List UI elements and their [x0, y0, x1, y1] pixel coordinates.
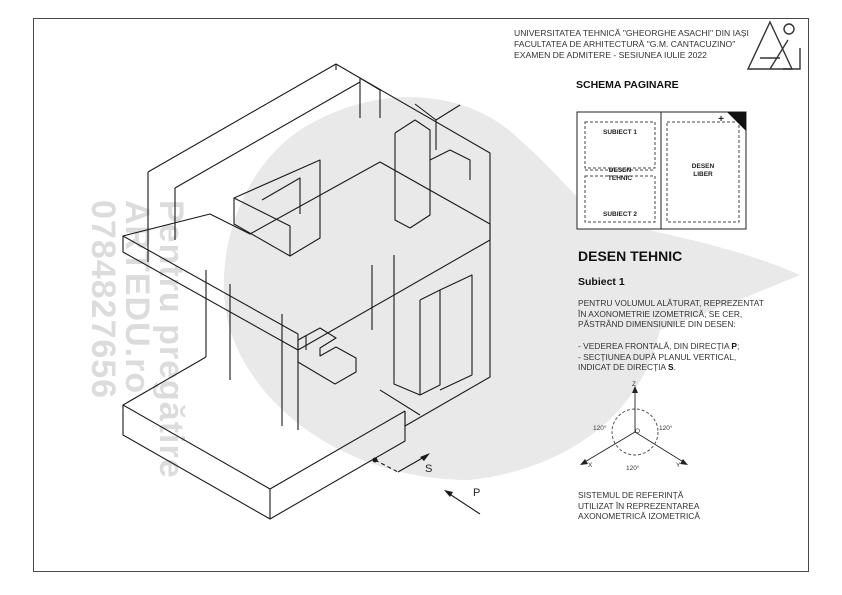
direction-p-label: P	[473, 487, 481, 499]
task-1-text: - VEDEREA FRONTALĂ, DIN DIRECȚIA	[578, 341, 732, 351]
right-inner-column	[371, 255, 421, 396]
section-line	[374, 459, 399, 473]
schema-subiect2-box	[584, 175, 656, 223]
section-arrow-line	[397, 455, 427, 473]
schema-desen-liber-box	[666, 121, 740, 223]
axis-x-line	[582, 431, 636, 464]
schema-label-desen-tehnic: DESEN TEHNIC	[598, 167, 642, 183]
intro-line-1: PENTRU VOLUMUL ALĂTURAT, REPREZENTAT	[578, 298, 764, 308]
direction-p-arrow-head	[444, 490, 453, 497]
schema-corner-mark	[727, 112, 746, 131]
task-1-direction: P	[731, 341, 738, 351]
header-line-2: FACULTATEA DE ARHITECTURĂ "G.M. CANTACUZ…	[514, 39, 736, 49]
axis-y-label: Y	[676, 462, 681, 469]
schema-label-subiect1: SUBIECT 1	[603, 129, 637, 136]
angle-right-label: 120°	[659, 425, 673, 432]
task-list: - VEDEREA FRONTALĂ, DIN DIRECȚIA P; - SE…	[578, 341, 739, 373]
desen-liber-line-1: DESEN	[691, 163, 715, 170]
base-back-step	[404, 362, 491, 427]
angle-bottom-label: 120°	[626, 465, 640, 472]
direction-p-line	[447, 492, 481, 515]
axis-y-arrow	[680, 459, 688, 465]
right-column-edge	[394, 133, 411, 229]
angle-left-label: 120°	[593, 425, 607, 432]
schema-plus-mark: +	[718, 114, 724, 125]
desen-tehnic-line-1: DESEN	[608, 167, 632, 174]
schema-label-subiect2: SUBIECT 2	[603, 211, 637, 218]
direction-s-label: S	[425, 463, 433, 475]
left-column	[205, 270, 231, 380]
task-1: - VEDEREA FRONTALĂ, DIN DIRECȚIA P;	[578, 341, 739, 352]
task-2: - SECȚIUNEA DUPĂ PLANUL VERTICAL,	[578, 351, 737, 362]
desen-liber-line-2: LIBER	[693, 171, 713, 178]
right-upper-step	[429, 149, 471, 180]
right-panel-back	[439, 274, 473, 391]
upper-block-step	[261, 177, 301, 214]
axis-angle-circle	[611, 408, 659, 456]
header-line-3: EXAMEN DE ADMITERE - SESIUNEA IULIE 2022	[514, 50, 707, 60]
axis-x-arrow	[580, 459, 588, 465]
task-intro: PENTRU VOLUMUL ALĂTURAT, REPREZENTAT ÎN …	[578, 298, 764, 330]
rear-left-wall-inner	[174, 81, 361, 189]
subject-title: Subiect 1	[578, 276, 625, 288]
mid-slab-top	[122, 161, 491, 237]
mid-slab-front	[122, 235, 299, 351]
axis-z-label: Z	[632, 381, 636, 388]
right-column-top	[394, 119, 431, 229]
watermark-shape	[223, 97, 800, 481]
axes-caption-2: UTILIZAT ÎN REPREZENTAREA	[578, 500, 700, 511]
schema-subiect1-box	[584, 121, 656, 169]
right-panel	[419, 289, 441, 396]
axes-caption-1: SISTEMUL DE REFERINȚĂ	[578, 490, 684, 500]
base-front-face	[122, 404, 271, 520]
central-l-block	[297, 327, 357, 385]
task-2-text: INDICAT DE DIRECȚIA	[578, 362, 668, 372]
axis-z-arrow	[632, 386, 638, 393]
center-column	[281, 314, 299, 430]
task-1-end: ;	[737, 341, 740, 351]
axis-origin-label: O	[635, 428, 641, 435]
task-2b: INDICAT DE DIRECȚIA S.	[578, 362, 739, 373]
axis-x-label: X	[588, 462, 593, 469]
floor-edge	[379, 389, 421, 416]
intro-line-3: PĂSTRÂND DIMENSIUNILE DIN DESEN:	[578, 319, 736, 329]
rear-right-wall	[335, 64, 491, 362]
axis-y-line	[634, 431, 686, 464]
header-line-1: UNIVERSITATEA TEHNICĂ "GHEORGHE ASACHI" …	[514, 28, 749, 38]
section-title: DESEN TEHNIC	[578, 248, 683, 264]
schema-label-desen-liber: DESEN LIBER	[680, 163, 726, 179]
schema-title: SCHEMA PAGINARE	[576, 79, 679, 91]
section-arrow-head	[420, 453, 430, 461]
axes-caption: SISTEMUL DE REFERINȚĂ UTILIZAT ÎN REPREZ…	[578, 490, 700, 522]
institution-header: UNIVERSITATEA TEHNICĂ "GHEORGHE ASACHI" …	[514, 28, 749, 61]
desen-tehnic-line-2: TEHNIC	[607, 175, 633, 182]
mid-slab-right	[297, 224, 491, 351]
upper-block-side	[233, 159, 321, 257]
tower-right-notch	[414, 103, 461, 150]
intro-line-2: ÎN AXONOMETRIE IZOMETRICĂ, SE CER,	[578, 308, 743, 319]
task-2-end: .	[673, 362, 676, 372]
axes-caption-3: AXONOMETRICĂ IZOMETRICĂ	[578, 511, 700, 521]
logo-icon	[746, 20, 801, 70]
base-top-edges	[122, 356, 406, 490]
drawing-sheet-border	[33, 18, 809, 572]
task-2-direction: S	[667, 362, 674, 372]
